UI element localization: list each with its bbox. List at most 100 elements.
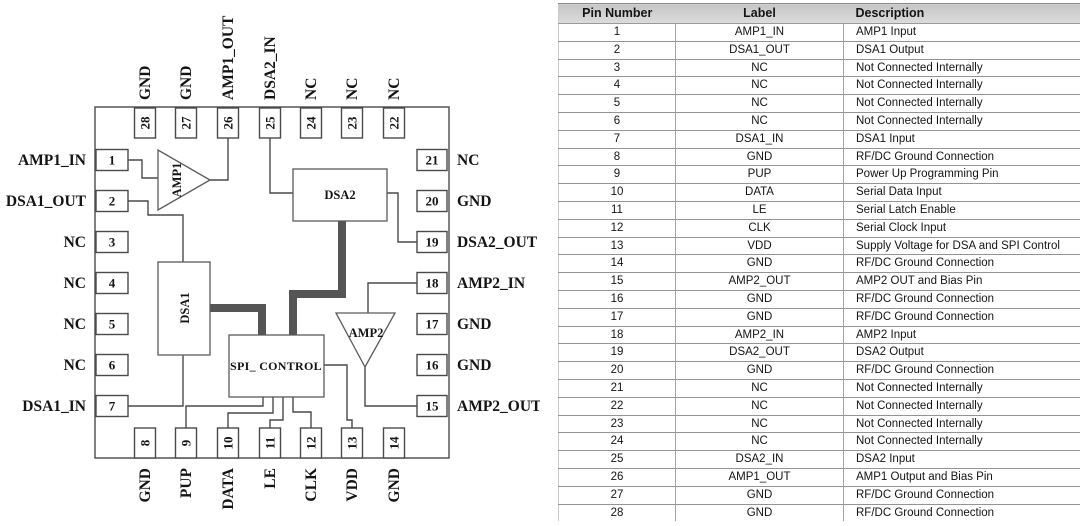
pin-label: NC — [303, 78, 320, 100]
pin-number-cell: 4 — [559, 77, 676, 95]
pin-description-cell: DSA2 Output — [844, 344, 1080, 362]
pin-description-cell: RF/DC Ground Connection — [844, 362, 1080, 380]
pin-number: 25 — [263, 116, 278, 130]
pin-label: CLK — [303, 468, 320, 502]
pin-number: 8 — [138, 439, 153, 446]
pin-description-cell: Supply Voltage for DSA and SPI Control — [844, 237, 1080, 255]
pin-description-cell: RF/DC Ground Connection — [844, 504, 1080, 521]
connection-trace — [368, 283, 417, 313]
pin-label: DATA — [220, 467, 237, 509]
pin-label: PUP — [178, 467, 195, 498]
pin-label: AMP2_OUT — [457, 398, 540, 415]
pin-label-cell: GND — [676, 148, 844, 166]
pin-label-cell: AMP1_OUT — [676, 468, 844, 486]
pin-number-cell: 2 — [559, 41, 676, 59]
pin-label: DSA2_OUT — [457, 234, 538, 251]
pin-label-cell: AMP1_IN — [676, 24, 844, 42]
pin-label-cell: NC — [676, 59, 844, 77]
pin-label: GND — [457, 193, 491, 210]
pin-number-cell: 3 — [559, 59, 676, 77]
pin-number: 20 — [426, 194, 439, 209]
pin-number-cell: 9 — [559, 166, 676, 184]
connection-trace — [210, 138, 228, 180]
pin-number: 21 — [426, 153, 439, 168]
pin-label-cell: LE — [676, 201, 844, 219]
pin-number: 19 — [426, 235, 440, 250]
pin-number: 3 — [109, 235, 116, 250]
spi-control-label: SPI_ CONTROL — [230, 359, 322, 373]
pin-label-cell: NC — [676, 433, 844, 451]
pin-number: 13 — [345, 436, 360, 450]
pin-label-cell: DSA1_OUT — [676, 41, 844, 59]
pin-number: 15 — [426, 399, 440, 414]
header-pin-number: Pin Number — [559, 4, 676, 24]
pin-label: VDD — [344, 468, 361, 502]
pin-label-cell: GND — [676, 255, 844, 273]
connection-trace — [365, 367, 417, 406]
pin-description-cell: RF/DC Ground Connection — [844, 290, 1080, 308]
pin-number: 7 — [109, 399, 116, 414]
pin-label: NC — [64, 275, 86, 292]
dsa2-spi-bus — [293, 221, 342, 336]
pin-label-cell: GND — [676, 504, 844, 521]
pin-label: NC — [386, 78, 403, 100]
pin-number-cell: 22 — [559, 397, 676, 415]
pin-label-cell: GND — [676, 362, 844, 380]
pin-number: 24 — [304, 116, 319, 130]
pin-description-cell: Serial Data Input — [844, 184, 1080, 202]
pin-description-cell: Not Connected Internally — [844, 379, 1080, 397]
pin-label: LE — [262, 468, 279, 489]
pin-label: GND — [137, 66, 154, 100]
pin-label: DSA2_IN — [262, 36, 279, 100]
pin-number: 1 — [109, 153, 116, 168]
pin-label: AMP2_IN — [457, 275, 525, 292]
pin-number-cell: 17 — [559, 308, 676, 326]
pin-number-cell: 16 — [559, 290, 676, 308]
pin-description-cell: RF/DC Ground Connection — [844, 486, 1080, 504]
header-description: Description — [844, 4, 1080, 24]
pin-label-cell: CLK — [676, 219, 844, 237]
pin-number-cell: 10 — [559, 184, 676, 202]
pin-label: NC — [64, 357, 86, 374]
pin-label-cell: NC — [676, 415, 844, 433]
pin-label: DSA1_OUT — [6, 193, 87, 210]
pin-number: 17 — [426, 317, 440, 332]
pin-label-cell: GND — [676, 308, 844, 326]
pin-label-cell: AMP2_IN — [676, 326, 844, 344]
connection-trace — [324, 365, 352, 428]
pin-number-cell: 18 — [559, 326, 676, 344]
pin-label-cell: GND — [676, 290, 844, 308]
pin-number-cell: 25 — [559, 451, 676, 469]
connection-trace — [228, 397, 273, 428]
pin-number-cell: 7 — [559, 130, 676, 148]
pin-description-cell: Serial Latch Enable — [844, 201, 1080, 219]
pin-number-cell: 11 — [559, 201, 676, 219]
pin-label: NC — [344, 78, 361, 100]
pin-label: GND — [386, 468, 403, 502]
pin-number-cell: 21 — [559, 379, 676, 397]
pin-description-cell: Not Connected Internally — [844, 415, 1080, 433]
pin-label: NC — [457, 152, 479, 169]
pin-label-cell: VDD — [676, 237, 844, 255]
pin-description-cell: Not Connected Internally — [844, 95, 1080, 113]
pin-number: 2 — [109, 194, 116, 209]
pin-description-cell: Not Connected Internally — [844, 397, 1080, 415]
dsa1-spi-bus — [210, 308, 262, 336]
dsa1-label: DSA1 — [178, 292, 192, 323]
